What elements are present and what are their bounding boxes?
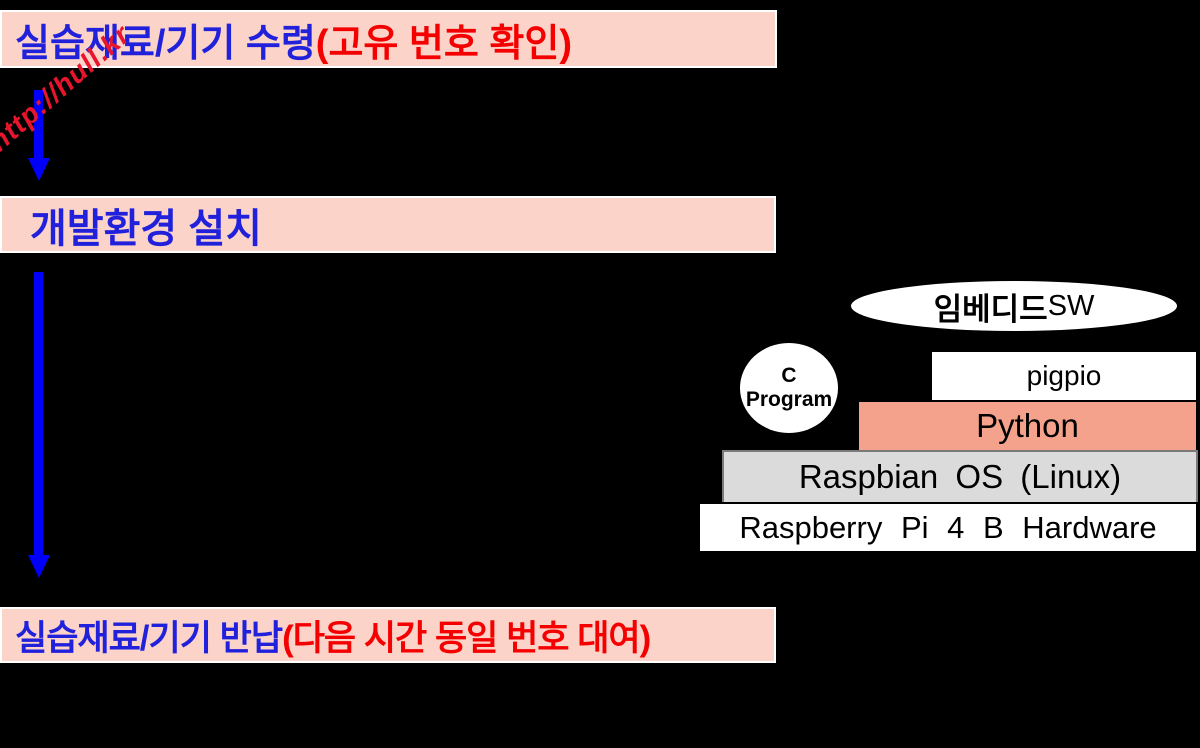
layer-raspbian-os-label: Raspbian OS (Linux) — [798, 458, 1122, 495]
layer-raspbian-os: Raspbian OS (Linux) — [722, 450, 1198, 504]
down-arrow-2-head-icon — [28, 555, 50, 578]
flow-step-1-note: (고유 번호 확인) — [315, 22, 572, 65]
flow-step-2-title: 개발환경 설치 — [30, 206, 262, 251]
layer-raspberry-pi-hardware-label: Raspberry Pi 4 B Hardware — [739, 509, 1157, 545]
embedded-sw-label-latin: SW — [1047, 289, 1095, 322]
c-program-line2: Program — [745, 388, 833, 411]
c-program-line1: C — [781, 363, 797, 387]
flow-step-3-box: 실습재료/기기 반납(다음 시간 동일 번호 대여) — [0, 607, 776, 663]
layer-python: Python — [857, 400, 1198, 452]
down-arrow-1-shaft — [34, 90, 43, 160]
c-program-circle: C Program — [740, 343, 838, 433]
flow-step-2-box: 개발환경 설치 — [0, 196, 776, 253]
flow-step-1-title: 실습재료/기기 수령 — [15, 22, 316, 65]
flow-step-3-title: 실습재료/기기 반납 — [15, 618, 283, 658]
down-arrow-2-shaft — [34, 272, 43, 556]
flow-step-1-box: 실습재료/기기 수령(고유 번호 확인) — [0, 10, 777, 68]
down-arrow-1-head-icon — [28, 158, 50, 181]
flow-step-3-note: (다음 시간 동일 번호 대여) — [282, 618, 651, 658]
embedded-sw-label-korean: 임베디드 — [933, 291, 1048, 327]
layer-pigpio: pigpio — [930, 350, 1198, 402]
layer-raspberry-pi-hardware: Raspberry Pi 4 B Hardware — [698, 502, 1198, 553]
layer-python-label: Python — [976, 407, 1079, 444]
layer-pigpio-label: pigpio — [1026, 360, 1102, 391]
